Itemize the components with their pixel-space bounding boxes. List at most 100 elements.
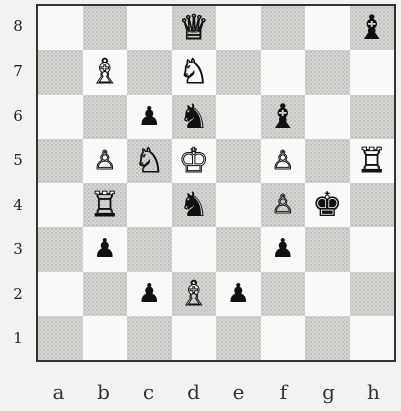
black-pawn-icon: ♟ — [93, 236, 116, 262]
square-c5: ♘ — [127, 139, 172, 183]
white-pawn-icon: ♙ — [93, 148, 116, 174]
square-a1 — [38, 316, 83, 360]
square-f5: ♙ — [261, 139, 306, 183]
square-d3 — [172, 227, 217, 271]
black-knight-icon: ♞ — [179, 188, 209, 222]
white-knight-icon: ♘ — [179, 55, 209, 89]
square-c4 — [127, 183, 172, 227]
square-d6: ♞ — [172, 95, 217, 139]
square-b5: ♙ — [83, 139, 128, 183]
square-d4: ♞ — [172, 183, 217, 227]
square-g2 — [305, 272, 350, 316]
white-pawn-icon: ♙ — [271, 148, 294, 174]
square-c3 — [127, 227, 172, 271]
black-pawn-icon: ♟ — [138, 281, 161, 307]
rank-label-5: 5 — [8, 151, 28, 169]
white-queen-icon: ♕ — [179, 11, 209, 45]
square-f2 — [261, 272, 306, 316]
square-d1 — [172, 316, 217, 360]
square-e3 — [216, 227, 261, 271]
black-bishop-icon: ♝ — [268, 100, 298, 134]
square-f4: ♙ — [261, 183, 306, 227]
file-label-a: a — [36, 380, 81, 404]
file-label-g: g — [306, 380, 351, 404]
square-g6 — [305, 95, 350, 139]
square-h7 — [350, 50, 395, 94]
square-h6 — [350, 95, 395, 139]
square-b8 — [83, 6, 128, 50]
black-bishop-icon: ♝ — [357, 11, 387, 45]
black-pawn-icon: ♟ — [138, 104, 161, 130]
square-a5 — [38, 139, 83, 183]
square-g5 — [305, 139, 350, 183]
square-a2 — [38, 272, 83, 316]
rank-label-2: 2 — [8, 285, 28, 303]
rank-label-4: 4 — [8, 196, 28, 214]
square-h2 — [350, 272, 395, 316]
square-d5: ♔ — [172, 139, 217, 183]
black-king-icon: ♚ — [312, 188, 342, 222]
square-e4 — [216, 183, 261, 227]
square-a7 — [38, 50, 83, 94]
square-f7 — [261, 50, 306, 94]
square-e5 — [216, 139, 261, 183]
square-g4: ♚ — [305, 183, 350, 227]
white-king-icon: ♔ — [179, 144, 209, 178]
square-f1 — [261, 316, 306, 360]
square-b6 — [83, 95, 128, 139]
square-e2: ♟ — [216, 272, 261, 316]
rank-label-8: 8 — [8, 17, 28, 35]
square-h3 — [350, 227, 395, 271]
square-d7: ♘ — [172, 50, 217, 94]
square-f3: ♟ — [261, 227, 306, 271]
square-b3: ♟ — [83, 227, 128, 271]
square-a4 — [38, 183, 83, 227]
file-label-h: h — [351, 380, 396, 404]
square-g3 — [305, 227, 350, 271]
white-rook-icon: ♖ — [90, 188, 120, 222]
square-d2: ♗ — [172, 272, 217, 316]
chess-board: ♕♝♗♘♟♞♝♙♘♔♙♖♖♞♙♚♟♟♟♗♟ — [36, 4, 396, 362]
rank-label-6: 6 — [8, 107, 28, 125]
square-a6 — [38, 95, 83, 139]
square-h5: ♖ — [350, 139, 395, 183]
black-pawn-icon: ♟ — [271, 236, 294, 262]
square-f6: ♝ — [261, 95, 306, 139]
square-e7 — [216, 50, 261, 94]
file-label-e: e — [216, 380, 261, 404]
white-bishop-icon: ♗ — [90, 55, 120, 89]
square-e6 — [216, 95, 261, 139]
rank-label-1: 1 — [8, 329, 28, 347]
square-a8 — [38, 6, 83, 50]
square-g8 — [305, 6, 350, 50]
black-knight-icon: ♞ — [179, 100, 209, 134]
file-label-c: c — [126, 380, 171, 404]
square-f8 — [261, 6, 306, 50]
file-label-b: b — [81, 380, 126, 404]
square-c8 — [127, 6, 172, 50]
square-h4 — [350, 183, 395, 227]
square-e1 — [216, 316, 261, 360]
square-c2: ♟ — [127, 272, 172, 316]
rank-label-7: 7 — [8, 62, 28, 80]
square-c7 — [127, 50, 172, 94]
rank-label-3: 3 — [8, 240, 28, 258]
square-b4: ♖ — [83, 183, 128, 227]
square-c6: ♟ — [127, 95, 172, 139]
square-b2 — [83, 272, 128, 316]
file-label-f: f — [261, 380, 306, 404]
square-d8: ♕ — [172, 6, 217, 50]
square-b7: ♗ — [83, 50, 128, 94]
square-c1 — [127, 316, 172, 360]
white-bishop-icon: ♗ — [179, 277, 209, 311]
white-knight-icon: ♘ — [134, 144, 164, 178]
square-a3 — [38, 227, 83, 271]
square-h1 — [350, 316, 395, 360]
square-e8 — [216, 6, 261, 50]
white-rook-icon: ♖ — [357, 144, 387, 178]
square-h8: ♝ — [350, 6, 395, 50]
square-g7 — [305, 50, 350, 94]
square-g1 — [305, 316, 350, 360]
black-pawn-icon: ♟ — [227, 281, 250, 307]
square-b1 — [83, 316, 128, 360]
